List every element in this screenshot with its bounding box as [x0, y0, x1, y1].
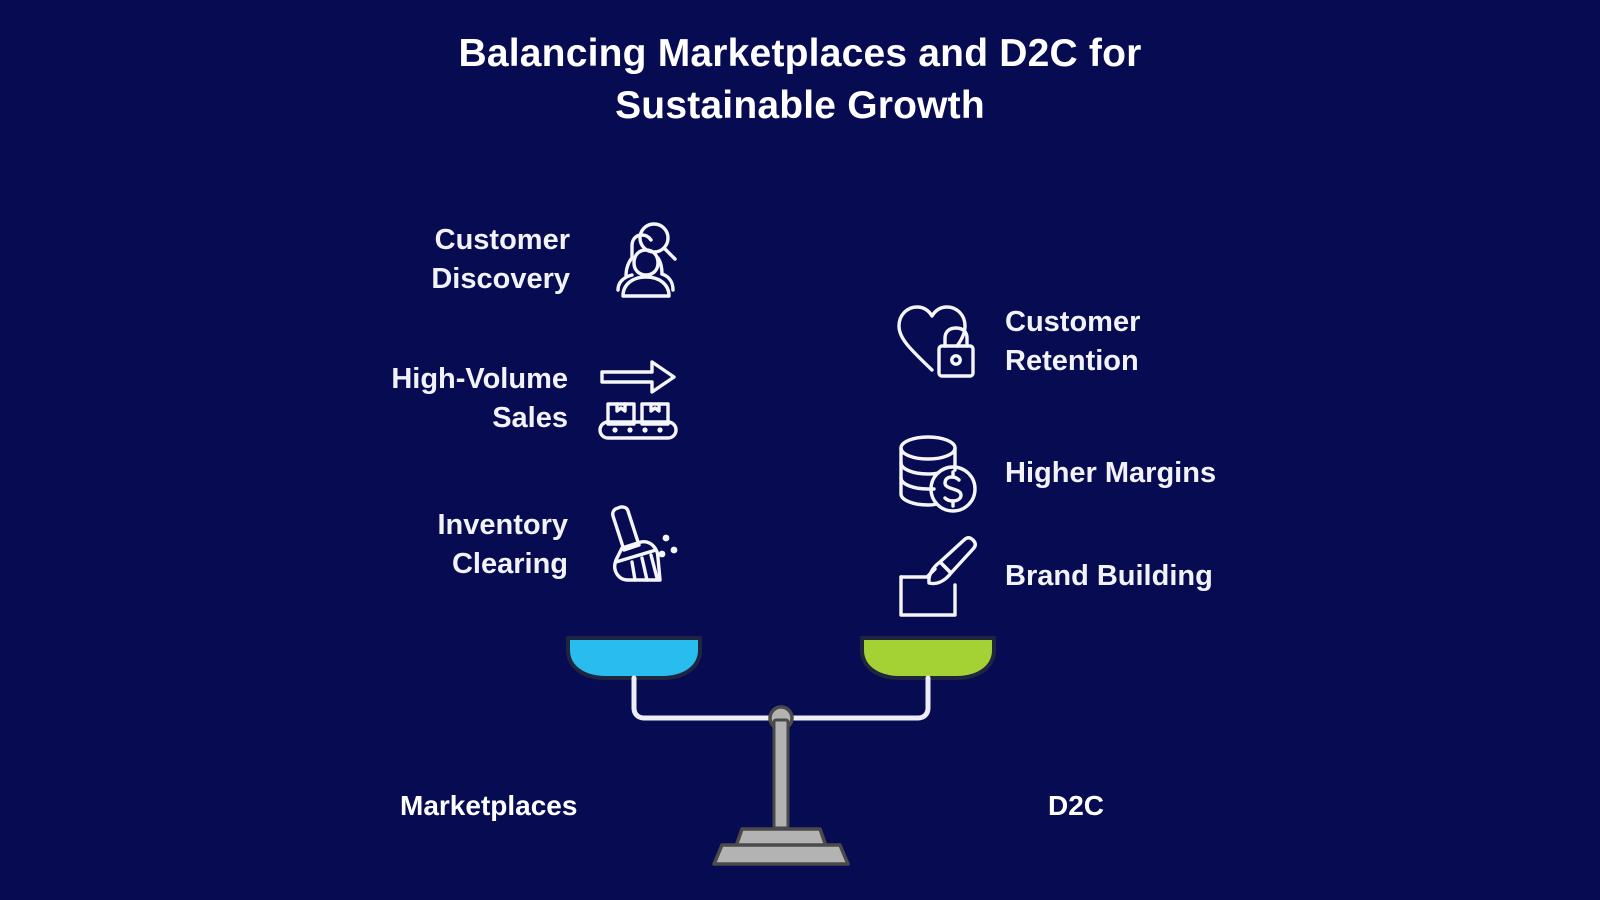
paintbrush-canvas-icon [895, 535, 981, 619]
page-title-line-1: Balancing Marketplaces and D2C for [458, 32, 1142, 75]
feature-customer-discovery: Customer Discovery [330, 218, 680, 302]
feature-label-inventory-clearing: Inventory Clearing [437, 508, 568, 580]
scale-column [772, 718, 790, 830]
feature-high-volume-sales: High-Volume Sales [330, 358, 680, 440]
page-title-line-2: Sustainable Growth [615, 83, 985, 127]
conveyor-belt-arrow-icon [594, 358, 680, 440]
balance-scale [540, 630, 1060, 870]
right-pan [860, 636, 996, 680]
left-pan [566, 636, 702, 680]
pan-label-marketplaces: Marketplaces [400, 790, 578, 821]
feature-higher-margins: Higher Margins [895, 432, 1365, 516]
feature-label-higher-margins: Higher Margins [1005, 457, 1217, 490]
feature-label-customer-discovery: Customer Discovery [431, 223, 570, 295]
page-title: Balancing Marketplaces and D2C for Susta… [0, 28, 1600, 132]
feature-label-high-volume-sales: High-Volume Sales [391, 362, 568, 434]
feature-label-customer-retention: Customer Retention [1005, 305, 1141, 377]
scale-beam [631, 675, 931, 721]
broom-sweep-icon [594, 500, 680, 590]
feature-brand-building: Brand Building [895, 535, 1365, 619]
scale-base-lower [712, 843, 850, 866]
feature-customer-retention: Customer Retention [895, 300, 1365, 384]
feature-inventory-clearing: Inventory Clearing [330, 500, 680, 590]
heart-lock-icon [895, 300, 981, 384]
feature-label-brand-building: Brand Building [1005, 560, 1213, 593]
people-search-icon [596, 218, 680, 302]
coin-stack-dollar-icon [895, 432, 981, 516]
pan-label-d2c: D2C [1048, 790, 1105, 821]
